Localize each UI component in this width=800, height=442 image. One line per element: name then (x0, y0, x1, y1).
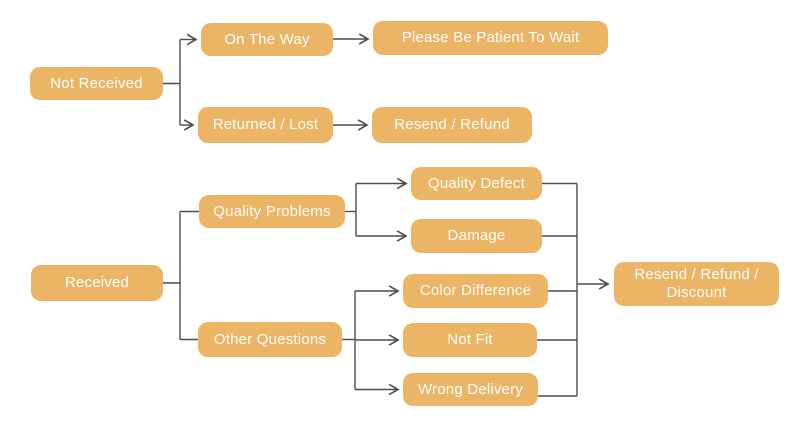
node-received: Received (31, 265, 163, 301)
node-label: Please Be Patient To Wait (401, 29, 580, 46)
node-label: Color Difference (419, 282, 532, 299)
node-other-questions: Other Questions (198, 322, 342, 357)
node-label: Quality Problems (213, 202, 331, 220)
node-resend-refund-discount: Resend / Refund / Discount (614, 262, 779, 306)
node-wrong-delivery: Wrong Delivery (403, 373, 538, 406)
node-label: Not Fit (447, 331, 493, 348)
node-label: Wrong Delivery (417, 380, 524, 398)
node-resend-refund: Resend / Refund (372, 107, 532, 143)
node-quality-problems: Quality Problems (199, 195, 345, 228)
node-color-difference: Color Difference (403, 274, 548, 308)
node-label: Resend / Refund (394, 116, 510, 133)
node-quality-defect: Quality Defect (411, 167, 542, 200)
node-not-received: Not Received (30, 67, 163, 100)
node-label: Returned / Lost (212, 116, 319, 133)
node-label: Quality Defect (427, 174, 525, 192)
node-returned-lost: Returned / Lost (198, 107, 333, 143)
node-label: Received (64, 274, 130, 291)
node-please-be-patient-to-wait: Please Be Patient To Wait (373, 21, 608, 55)
node-on-the-way: On The Way (201, 23, 333, 56)
node-label: On The Way (224, 30, 310, 48)
node-label: Damage (447, 227, 506, 244)
node-damage: Damage (411, 219, 542, 253)
node-label: Resend / Refund / Discount (634, 266, 759, 301)
node-label: Other Questions (213, 330, 327, 348)
node-not-fit: Not Fit (403, 323, 537, 357)
node-label: Not Received (50, 74, 143, 92)
